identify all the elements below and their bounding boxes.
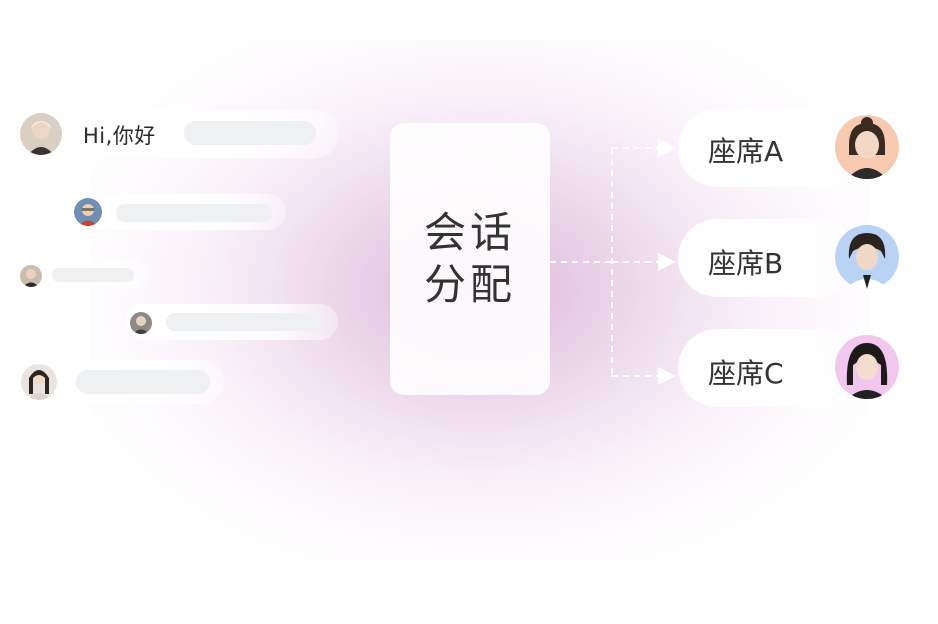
message-placeholder-bar-4 (166, 313, 322, 331)
greeting-text: Hi,你好 (83, 124, 156, 148)
agent-avatar-a (835, 115, 899, 179)
seat-b-label: 座席B (708, 247, 784, 280)
arrow-head-a-icon (658, 139, 676, 157)
customer-avatar-3 (20, 265, 42, 287)
seat-a-pill[interactable] (678, 109, 858, 187)
agent-avatar-b (835, 225, 899, 289)
session-allocation-box: 会话 分配 (390, 123, 550, 395)
seat-b-pill[interactable] (678, 219, 858, 297)
arrow-head-b-icon (658, 253, 676, 271)
allocation-title-line2: 分配 (423, 260, 516, 309)
message-placeholder-bar-1 (184, 121, 316, 145)
customer-avatar-5 (21, 364, 57, 400)
message-placeholder-bar-2 (116, 204, 272, 222)
arrow-head-c-icon (658, 367, 676, 385)
customer-avatar-2 (74, 198, 102, 226)
message-placeholder-bar-5 (76, 370, 210, 394)
message-placeholder-bar-3 (52, 268, 134, 282)
allocation-title-line1: 会话 (423, 208, 516, 257)
customer-avatar-4 (130, 312, 152, 334)
agent-avatar-c (835, 335, 899, 399)
seat-a-label: 座席A (708, 135, 784, 168)
seat-c-pill[interactable] (678, 329, 858, 407)
customer-avatar-1 (20, 113, 62, 155)
seat-c-label: 座席C (708, 357, 784, 390)
